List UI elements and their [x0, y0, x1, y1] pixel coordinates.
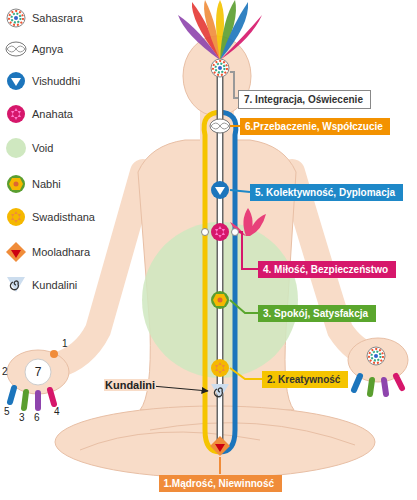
legend-text: Agnya: [32, 43, 63, 55]
legend-text: Nabhi: [32, 178, 61, 190]
quality-text: 5. Kolektywność, Dyplomacja: [255, 187, 395, 198]
callout-number: 2: [2, 366, 8, 377]
legend-swatch: [6, 138, 26, 158]
legend-text: Vishuddhi: [32, 75, 80, 87]
callout-number: 4: [54, 406, 60, 417]
chakra-quality-box: 7. Integracja, Oświecenie: [238, 90, 371, 109]
quality-text: 3. Spokój, Satysfakcja: [263, 308, 368, 319]
part-label: Kundalini: [104, 379, 156, 391]
quality-text: 6.Przebaczenie, Współczucie: [245, 121, 383, 132]
quality-text: 2. Kreatywność: [267, 374, 340, 385]
quality-text: 4. Miłość, Bezpieczeństwo: [263, 264, 388, 275]
legend-text: Swadisthana: [32, 211, 95, 223]
callout-number: 3: [19, 412, 25, 423]
legend-text: Sahasrara: [32, 12, 83, 24]
chakra-quality-box: 4. Miłość, Bezpieczeństwo: [258, 261, 396, 278]
chakra-quality-box: 2. Kreatywność: [262, 371, 348, 388]
chakra-quality-box: 3. Spokój, Satysfakcja: [258, 305, 376, 322]
chakra-quality-box: 6.Przebaczenie, Współczucie: [240, 118, 390, 135]
quality-text: 1.Mądrość, Niewinność: [164, 478, 275, 489]
legend-text: Anahata: [32, 108, 73, 120]
legend-text: Mooladhara: [32, 246, 90, 258]
callout-number: 5: [4, 406, 10, 417]
legend-text: Void: [32, 142, 53, 154]
chakra-quality-box: 1.Mądrość, Niewinność: [159, 475, 282, 492]
quality-text: 7. Integracja, Oświecenie: [244, 94, 363, 105]
chakra-quality-box: 5. Kolektywność, Dyplomacja: [250, 184, 403, 201]
callout-number: 7: [35, 365, 42, 379]
callout-number: 1: [62, 338, 68, 349]
legend-text: Kundalini: [32, 279, 77, 291]
callout-number: 6: [34, 412, 40, 423]
